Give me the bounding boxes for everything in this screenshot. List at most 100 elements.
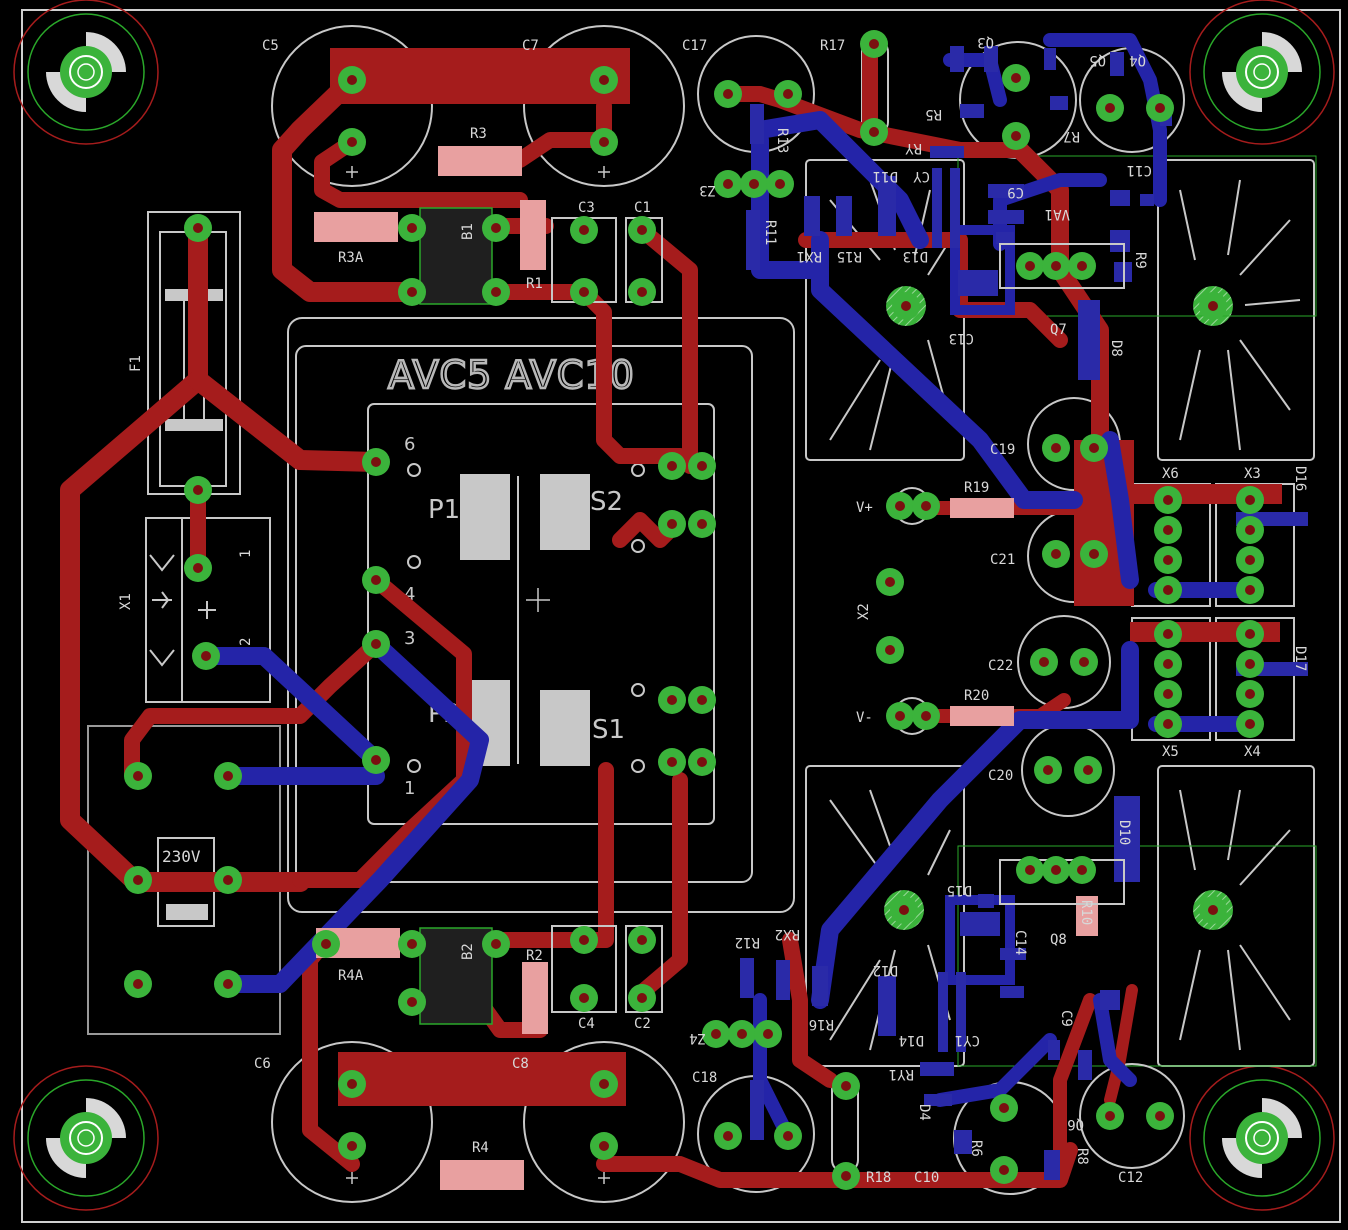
- label-c17: C17: [682, 38, 707, 54]
- pad-drill-hole: [1089, 549, 1099, 559]
- label-rx2: RX2: [775, 926, 800, 942]
- label-d17: D17: [1292, 646, 1308, 671]
- pad-drill-hole: [999, 1103, 1009, 1113]
- pads: [124, 30, 1264, 1190]
- label-c2: C2: [634, 1016, 651, 1032]
- pad-drill-hole: [599, 1141, 609, 1151]
- pad-drill-hole: [1155, 103, 1165, 113]
- pad-drill-hole: [1105, 1111, 1115, 1121]
- bridge-b1: [419, 207, 493, 305]
- label-r8: R8: [1074, 1148, 1090, 1165]
- label-r19: R19: [964, 480, 989, 496]
- pad-drill-hole: [637, 225, 647, 235]
- pad-drill-hole: [885, 645, 895, 655]
- mounting-hole-tl: [13, 0, 159, 145]
- pad-drill-hole: [1105, 103, 1115, 113]
- label-q5: Q5: [1089, 52, 1106, 68]
- label-c19: C19: [990, 442, 1015, 458]
- mounting-hole-bl: [13, 1065, 159, 1211]
- label-x3: X3: [1244, 466, 1261, 482]
- pin-4: 4: [404, 584, 415, 605]
- pad-drill-hole: [1163, 495, 1173, 505]
- label-c21: C21: [990, 552, 1015, 568]
- label-c13: C13: [949, 330, 974, 346]
- pad-drill-hole: [711, 1029, 721, 1039]
- pad-drill-hole: [1245, 555, 1255, 565]
- label-r11: R11: [762, 220, 778, 245]
- label-r3a: R3A: [338, 250, 364, 266]
- heatsink-2: [1157, 159, 1315, 461]
- heatsink-4: [1157, 765, 1315, 1067]
- pad-drill-hole: [579, 225, 589, 235]
- label-c3: C3: [578, 200, 595, 216]
- pad-drill-hole: [321, 939, 331, 949]
- pad-drill-hole: [201, 651, 211, 661]
- pad-drill-hole: [223, 979, 233, 989]
- pad-drill-hole: [783, 89, 793, 99]
- pad-drill-hole: [1163, 689, 1173, 699]
- pad-drill-hole: [133, 771, 143, 781]
- pad-drill-hole: [1043, 765, 1053, 775]
- pad-drill-hole: [763, 1029, 773, 1039]
- pad-drill-hole: [371, 639, 381, 649]
- pad-drill-hole: [869, 127, 879, 137]
- pin-1: 1: [404, 778, 415, 799]
- label-r16: R16: [809, 1016, 834, 1032]
- label-c11: C11: [1127, 162, 1152, 178]
- pad-drill-hole: [841, 1171, 851, 1181]
- pad-drill-hole: [1155, 1111, 1165, 1121]
- pad-drill-hole: [1011, 73, 1021, 83]
- label-d4: D4: [916, 1104, 932, 1121]
- label-rx1: RX1: [797, 248, 822, 264]
- label-d16: D16: [1292, 466, 1308, 491]
- transformer-outline: [287, 317, 795, 913]
- mounting-hole-br: [1189, 1065, 1335, 1211]
- label-d15: D15: [947, 882, 972, 898]
- winding-p1: P1: [428, 495, 460, 525]
- label-vminus: V-: [856, 710, 873, 726]
- pad-drill-hole: [895, 501, 905, 511]
- pad-drill-hole: [1245, 659, 1255, 669]
- pad-drill-hole: [347, 137, 357, 147]
- label-x4: X4: [1244, 744, 1261, 760]
- label-vplus: V+: [856, 500, 873, 516]
- label-r13: R13: [774, 128, 790, 153]
- label-c18: C18: [692, 1070, 717, 1086]
- pad-drill-hole: [999, 1165, 1009, 1175]
- pad-drill-hole: [723, 1131, 733, 1141]
- pad-drill-hole: [1208, 301, 1218, 311]
- pad-drill-hole: [637, 935, 647, 945]
- pad-drill-hole: [667, 461, 677, 471]
- board-title: AVC5 AVC10: [388, 353, 635, 397]
- pad-drill-hole: [697, 695, 707, 705]
- pad-drill-hole: [347, 75, 357, 85]
- label-r12: R12: [735, 934, 760, 950]
- label-c4: C4: [578, 1016, 595, 1032]
- pad-drill-hole: [1245, 585, 1255, 595]
- label-x1-pin2: 2: [238, 638, 254, 646]
- board-outline: [21, 9, 1341, 1223]
- label-r4a: R4A: [338, 968, 364, 984]
- label-c8: C8: [512, 1056, 529, 1072]
- pad-drill-hole: [667, 757, 677, 767]
- label-r17: R17: [820, 38, 845, 54]
- pad-drill-hole: [371, 755, 381, 765]
- pad-drill-hole: [491, 939, 501, 949]
- pad-drill-hole: [1163, 719, 1173, 729]
- label-c9b: C9: [1058, 1010, 1074, 1027]
- pad-drill-hole: [1077, 261, 1087, 271]
- pad-drill-hole: [491, 287, 501, 297]
- winding-s2: S2: [590, 487, 623, 517]
- pad-drill-hole: [223, 875, 233, 885]
- mounting-hole-tr: [1189, 0, 1335, 145]
- pad-drill-hole: [1163, 659, 1173, 669]
- label-d14: D14: [899, 1032, 924, 1048]
- pad-drill-hole: [599, 137, 609, 147]
- label-f1: F1: [128, 355, 144, 372]
- pad-drill-hole: [1163, 525, 1173, 535]
- label-x6: X6: [1162, 466, 1179, 482]
- bridge-b2: [419, 927, 493, 1025]
- pad-drill-hole: [667, 695, 677, 705]
- pad-drill-hole: [371, 457, 381, 467]
- label-z3: Z3: [699, 182, 716, 198]
